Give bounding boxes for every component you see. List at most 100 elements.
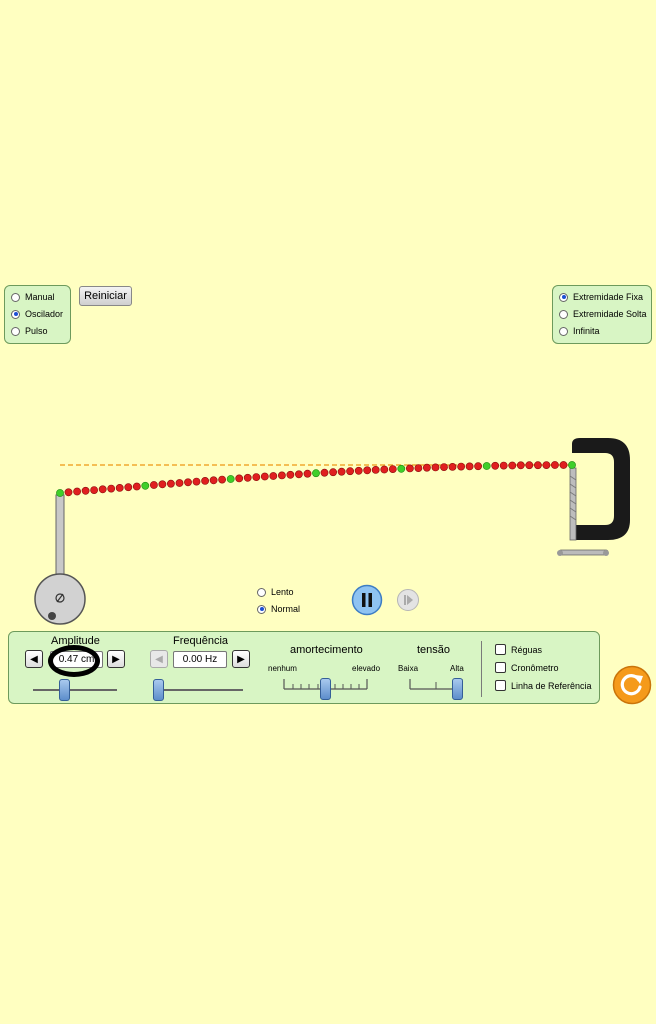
tension-slider-thumb[interactable]	[452, 678, 463, 700]
oscillator-post	[55, 494, 65, 584]
bead[interactable]	[508, 461, 517, 470]
frequency-decrease-button[interactable]: ◀	[150, 650, 168, 668]
oscillator-wheel-icon[interactable]	[34, 573, 86, 625]
bead[interactable]	[371, 465, 380, 474]
bead[interactable]	[260, 472, 269, 481]
bead[interactable]	[124, 483, 133, 492]
bead-marker[interactable]	[482, 462, 491, 470]
bead[interactable]	[320, 468, 329, 477]
pause-icon	[362, 593, 372, 607]
radio-oscilador[interactable]: Oscilador	[11, 309, 63, 319]
bead[interactable]	[115, 483, 124, 492]
bead[interactable]	[448, 462, 457, 471]
bead-marker[interactable]	[312, 469, 320, 478]
bead-marker[interactable]	[56, 489, 64, 497]
bead[interactable]	[422, 463, 431, 472]
reset-all-button[interactable]	[612, 665, 652, 705]
bead[interactable]	[64, 488, 73, 497]
amplitude-slider-thumb[interactable]	[59, 679, 70, 701]
bead[interactable]	[499, 461, 508, 470]
bead[interactable]	[491, 461, 500, 470]
bead[interactable]	[303, 469, 312, 478]
bead[interactable]	[329, 468, 337, 477]
tension-min-label: Baixa	[398, 664, 419, 673]
radio-extremidade-solta[interactable]: Extremidade Solta	[559, 309, 647, 319]
damping-slider-thumb[interactable]	[320, 678, 331, 700]
amplitude-decrease-button[interactable]: ◀	[25, 650, 43, 668]
bead[interactable]	[81, 486, 90, 495]
radio-extremidade-fixa[interactable]: Extremidade Fixa	[559, 292, 643, 302]
reiniciar-button[interactable]: Reiniciar	[79, 286, 132, 306]
bead-marker[interactable]	[568, 461, 576, 469]
string-beads[interactable]	[56, 461, 576, 497]
step-button[interactable]	[396, 588, 420, 612]
bead-marker[interactable]	[397, 464, 406, 473]
radio-pulso[interactable]: Pulso	[11, 326, 48, 336]
amplitude-slider-track[interactable]	[33, 689, 117, 691]
bead[interactable]	[90, 486, 98, 494]
bead[interactable]	[542, 461, 551, 469]
bead[interactable]	[534, 461, 542, 470]
radio-infinita[interactable]: Infinita	[559, 326, 600, 336]
bead-marker[interactable]	[141, 481, 150, 490]
bead[interactable]	[73, 487, 81, 496]
bead[interactable]	[149, 481, 158, 489]
bead[interactable]	[388, 465, 397, 473]
bead[interactable]	[98, 485, 107, 494]
bead[interactable]	[337, 467, 346, 476]
wave-simulation	[34, 438, 630, 625]
bead[interactable]	[354, 466, 363, 475]
amplitude-increase-button[interactable]: ▶	[107, 650, 125, 668]
frequency-slider-track[interactable]	[153, 689, 243, 691]
step-forward-icon	[404, 595, 413, 605]
bead[interactable]	[209, 476, 218, 485]
checkbox-linha-referencia[interactable]	[495, 680, 506, 691]
bead[interactable]	[166, 479, 175, 488]
pause-button[interactable]	[351, 584, 383, 616]
radio-manual[interactable]: Manual	[11, 292, 55, 302]
radio-normal[interactable]: Normal	[257, 604, 300, 614]
bead[interactable]	[218, 475, 226, 484]
checkbox-cronometro[interactable]	[495, 662, 506, 673]
bead[interactable]	[184, 478, 192, 487]
bead[interactable]	[465, 462, 474, 471]
bead[interactable]	[474, 462, 482, 471]
bead[interactable]	[346, 467, 354, 476]
frequency-slider-thumb[interactable]	[153, 679, 164, 701]
bead[interactable]	[516, 461, 525, 470]
bead[interactable]	[405, 464, 414, 473]
damping-label: amortecimento	[290, 644, 363, 656]
bead[interactable]	[414, 464, 423, 472]
amplitude-label: Amplitude	[51, 635, 100, 647]
bead[interactable]	[380, 465, 389, 474]
bead[interactable]	[252, 473, 261, 481]
bead[interactable]	[175, 479, 184, 487]
bead-marker[interactable]	[226, 475, 235, 483]
bead[interactable]	[201, 476, 209, 485]
checkbox-label: Linha de Referência	[511, 681, 592, 691]
frequency-value-field[interactable]: 0.00 Hz	[173, 651, 227, 668]
bead[interactable]	[294, 470, 303, 479]
checkbox-reguas[interactable]	[495, 644, 506, 655]
radio-lento[interactable]: Lento	[257, 587, 294, 597]
bead[interactable]	[277, 471, 286, 480]
bead[interactable]	[235, 474, 244, 483]
bead[interactable]	[107, 484, 116, 493]
bead[interactable]	[243, 473, 252, 482]
bead[interactable]	[431, 463, 440, 472]
bead[interactable]	[363, 466, 372, 475]
bead[interactable]	[525, 461, 534, 470]
bead[interactable]	[192, 477, 201, 486]
radio-label: Normal	[271, 604, 301, 614]
bead[interactable]	[551, 461, 559, 469]
bead[interactable]	[286, 470, 295, 479]
bead[interactable]	[440, 463, 448, 471]
radio-indicator	[11, 326, 20, 336]
bead[interactable]	[269, 472, 278, 480]
bead[interactable]	[158, 480, 167, 489]
radio-label: Extremidade Fixa	[573, 292, 644, 302]
bead[interactable]	[132, 482, 141, 491]
frequency-increase-button[interactable]: ▶	[232, 650, 250, 668]
bead[interactable]	[559, 461, 568, 469]
bead[interactable]	[457, 462, 465, 471]
